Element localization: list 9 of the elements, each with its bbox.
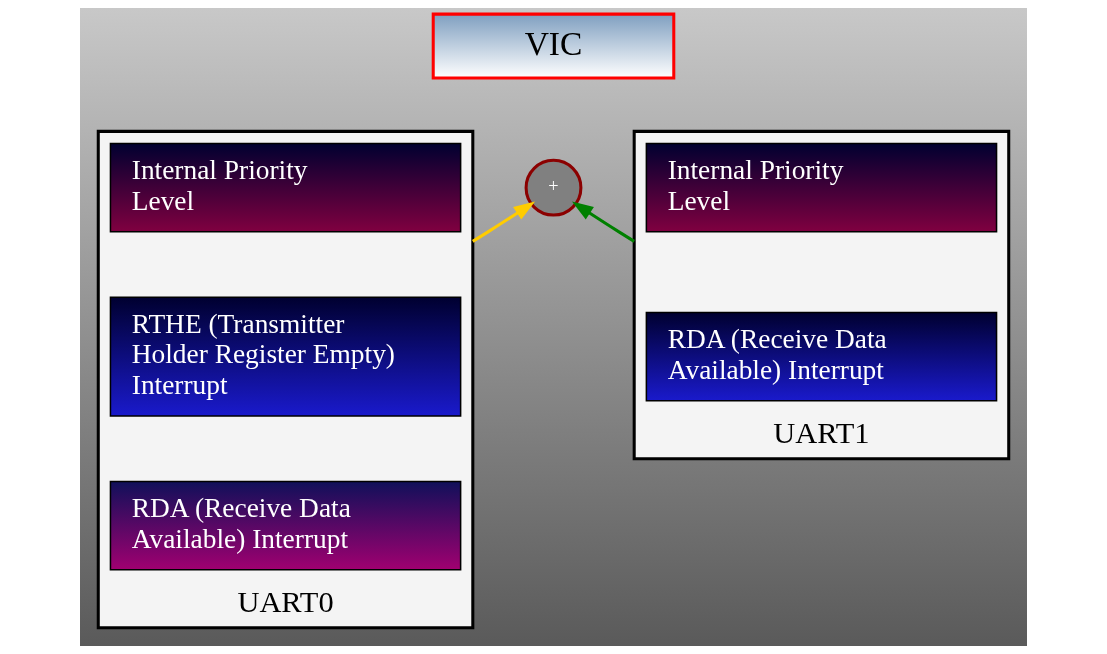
arrow (472, 201, 536, 243)
node-box: RDA (Receive Data Available) Interrupt (109, 480, 462, 571)
node-box: RDA (Receive Data Available) Interrupt (645, 311, 998, 402)
node-box: Internal Priority Level (109, 142, 462, 233)
node-circle: + (524, 158, 583, 217)
node-box: VIC (431, 12, 676, 80)
node-box: RTHE (Transmitter Holder Register Empty) Interrupt (109, 296, 462, 417)
node-box: Internal Priority Level (645, 142, 998, 233)
arrow (571, 201, 635, 243)
